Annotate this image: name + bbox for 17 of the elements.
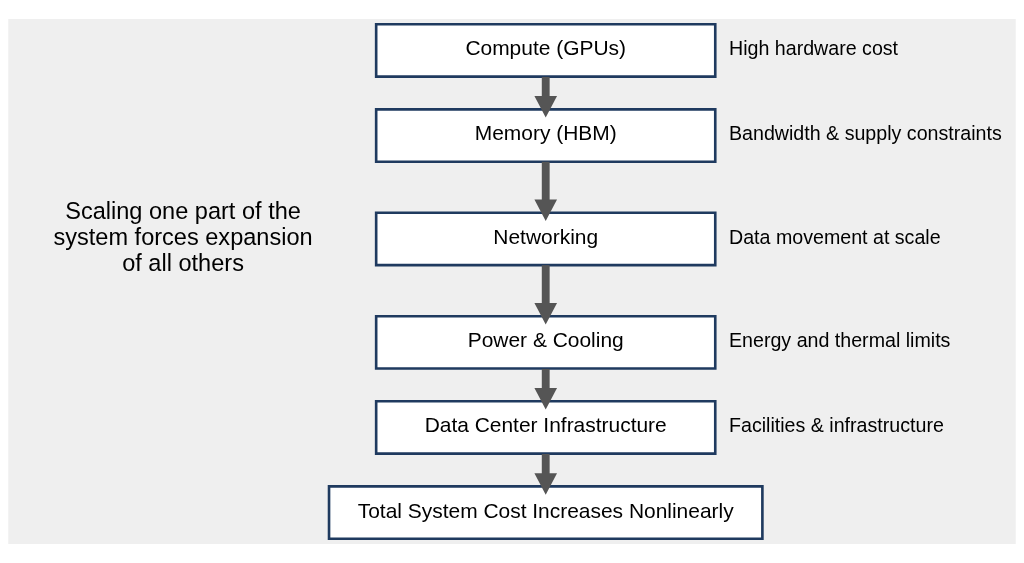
node-box: Memory (HBM) (374, 108, 717, 163)
label: Scaling one part of the system forces expansion of all others (53, 197, 313, 276)
node-label: Facilities & infrastructure (729, 414, 944, 437)
node-label: Energy and thermal limits (729, 328, 951, 351)
node-box: Data Center Infrastructure (374, 400, 717, 455)
node-box: Total System Cost Increases Nonlinearly (327, 485, 764, 541)
arrow (534, 265, 558, 325)
arrow (534, 368, 558, 410)
arrow (534, 76, 558, 118)
node-label: High hardware cost (729, 37, 899, 59)
node-box: Power & Cooling (374, 314, 717, 370)
node-label: Bandwidth & supply constraints (729, 122, 1002, 145)
arrow (534, 161, 558, 222)
node-label: Data movement at scale (729, 225, 941, 248)
node-box: Networking (374, 211, 717, 267)
arrow (534, 454, 558, 495)
node-box: Compute (GPUs) (374, 22, 717, 78)
